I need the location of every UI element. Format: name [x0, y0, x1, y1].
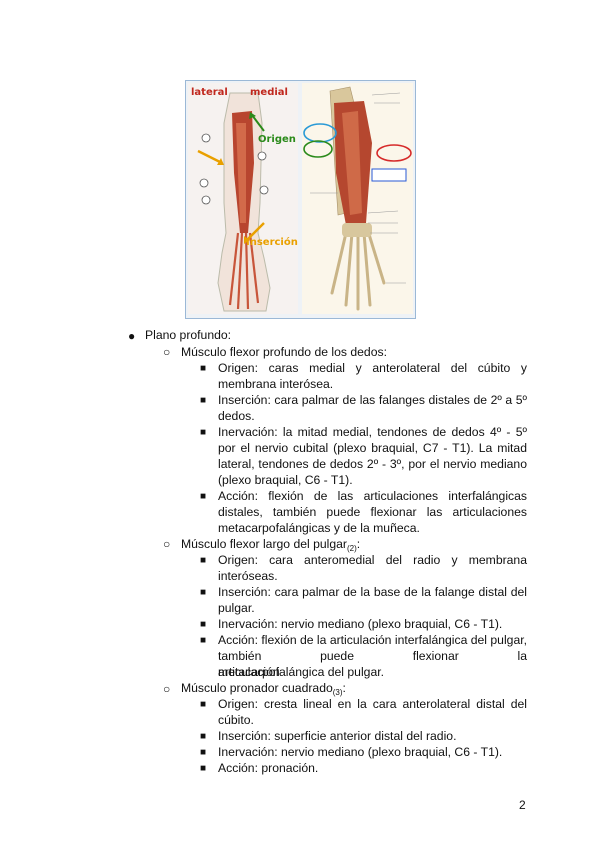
m1-accion-line1: Acción: flexión de las articulaciones in…	[218, 489, 527, 503]
plano-heading: Plano profundo:	[145, 328, 232, 342]
bullet-level3: ■	[200, 763, 207, 774]
bullet-level3: ■	[200, 619, 207, 630]
label-medial: medial	[250, 87, 288, 98]
bullet-level2: ○	[163, 537, 171, 551]
bullet-level2: ○	[163, 682, 171, 696]
muscle-3-title-text: Músculo pronador cuadrado	[181, 681, 333, 695]
forearm-illustration-right	[302, 83, 413, 314]
forearm-skeleton-drawing	[302, 83, 413, 314]
bullet-level3: ■	[200, 699, 207, 710]
m2-inervacion: Inervación: nervio mediano (plexo braqui…	[218, 617, 503, 631]
bullet-level3: ■	[200, 587, 207, 598]
bullet-level3: ■	[200, 731, 207, 742]
m2-origen-line2: interóseas.	[218, 569, 278, 583]
bullet-level3: ■	[200, 555, 207, 566]
m3-accion: Acción: pronación.	[218, 761, 319, 775]
forearm-illustration-left: lateral medial Origen Inserción	[188, 83, 298, 314]
muscle-3-ref: (3)	[332, 688, 343, 697]
m2-insercion-line2: pulgar.	[218, 601, 255, 615]
bullet-level3: ■	[200, 747, 207, 758]
muscle-3-title: Músculo pronador cuadrado(3):	[181, 680, 346, 701]
bullet-level2: ○	[163, 345, 171, 359]
m3-origen-line2: cúbito.	[218, 713, 254, 727]
m2-origen-line1: Origen: cara anteromedial del radio y me…	[218, 553, 527, 567]
bullet-level3: ■	[200, 395, 207, 406]
muscle-2-colon: :	[356, 537, 361, 551]
muscle-3-colon: :	[342, 681, 346, 695]
m1-inervacion-line1: Inervación: la mitad medial, tendones de…	[218, 425, 527, 439]
page-number: 2	[519, 798, 526, 812]
label-origen: Origen	[258, 134, 296, 145]
m3-insercion: Inserción: superficie anterior distal de…	[218, 729, 457, 743]
m2-accion-line3: metacarpofalángica del pulgar.	[218, 665, 384, 679]
m1-inervacion-line3: lateral, tendones de dedos 2º - 3º, por …	[218, 457, 527, 471]
m1-insercion-line1: Inserción: cara palmar de las falanges d…	[218, 393, 527, 407]
label-insercion: Inserción	[246, 237, 298, 248]
bullet-level3: ■	[200, 491, 207, 502]
anatomy-figure: lateral medial Origen Inserción	[185, 80, 416, 319]
m1-inervacion-line4: (plexo braquial, C6 - T1).	[218, 473, 353, 487]
bullet-level1: ●	[128, 329, 136, 343]
m1-origen-line2: membrana interósea.	[218, 377, 334, 391]
forearm-drawing	[197, 92, 271, 312]
m1-origen-line1: Origen: caras medial y anterolateral del…	[218, 361, 527, 375]
m1-accion-line2: distales, también puede flexionar las ar…	[218, 505, 527, 519]
bullet-level3: ■	[200, 427, 207, 438]
m1-insercion-line2: dedos.	[218, 409, 255, 423]
muscle-2-title: Músculo flexor largo del pulgar(2):	[181, 536, 360, 557]
muscle-1-title: Músculo flexor profundo de los dedos:	[181, 345, 387, 359]
muscle-2-title-text: Músculo flexor largo del pulgar	[181, 537, 347, 551]
bullet-level3: ■	[200, 363, 207, 374]
bullet-level3: ■	[200, 635, 207, 646]
m3-inervacion: Inervación: nervio mediano (plexo braqui…	[218, 745, 503, 759]
m2-accion-line1: Acción: flexión de la articulación inter…	[218, 633, 527, 647]
m2-insercion-line1: Inserción: cara palmar de la base de la …	[218, 585, 527, 599]
label-lateral: lateral	[191, 87, 228, 98]
m2-accion-line2: también puede flexionar la articulación	[218, 649, 527, 679]
muscle-2-ref: (2)	[346, 544, 357, 553]
m1-accion-line3: metacarpofalángicas y de la muñeca.	[218, 521, 420, 535]
m1-inervacion-line2: por el nervio cubital (plexo braquial, C…	[218, 441, 527, 455]
m3-origen-line1: Origen: cresta lineal en la cara anterol…	[218, 697, 527, 711]
